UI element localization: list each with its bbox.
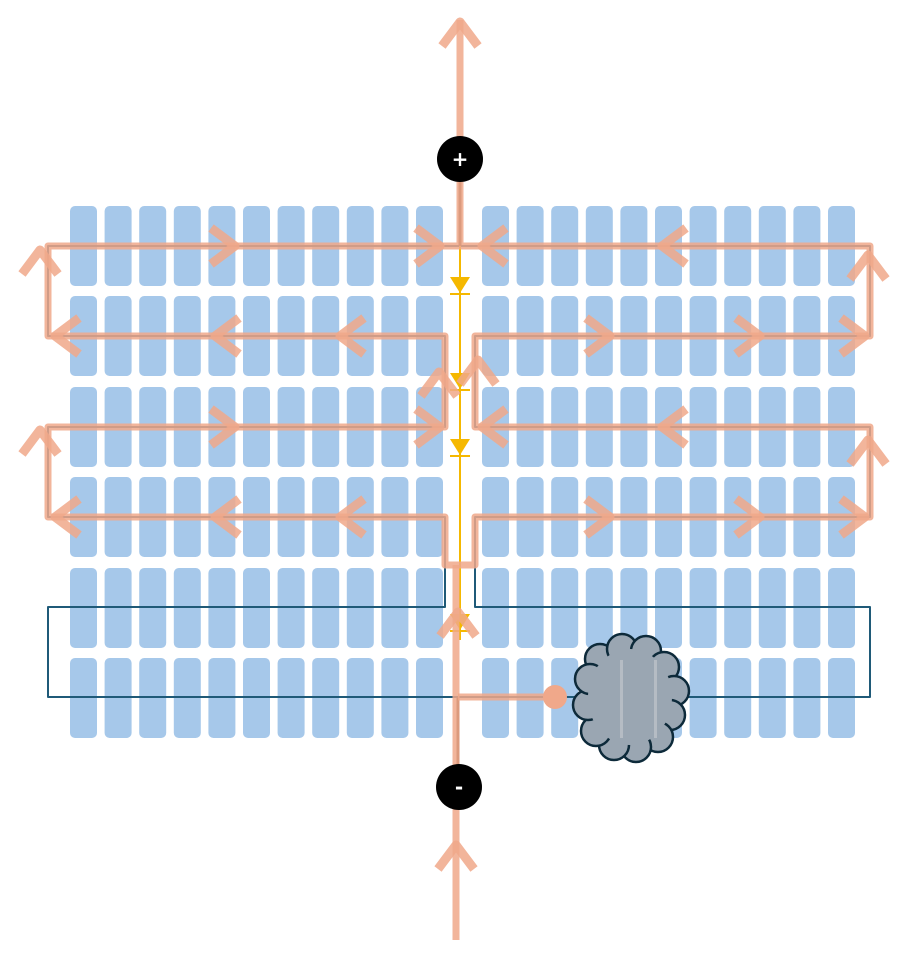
current-arrow-icon	[657, 224, 689, 268]
current-arrow-icon	[210, 314, 242, 358]
cloud-body	[588, 649, 672, 745]
diode-icon	[450, 439, 470, 455]
current-arrow-icon	[434, 840, 478, 872]
current-arrow-icon	[438, 17, 482, 49]
positive-terminal	[437, 136, 483, 182]
current-arrow-icon	[335, 495, 367, 539]
negative-terminal	[436, 764, 482, 810]
cloud-cell-edge	[654, 660, 657, 738]
current-arrow-icon	[208, 224, 240, 268]
current-arrow-icon	[413, 224, 445, 268]
current-endpoint	[543, 685, 567, 709]
negative-label: -	[455, 775, 463, 799]
current-arrow-icon	[210, 495, 242, 539]
current-flow	[18, 17, 890, 940]
current-arrow-icon	[413, 405, 445, 449]
current-path	[44, 20, 874, 569]
current-arrow-icon	[733, 314, 765, 358]
cloud-icon	[571, 632, 691, 764]
current-arrow-icon	[417, 367, 461, 399]
current-arrow-icon	[583, 314, 615, 358]
current-arrow-icon	[838, 314, 870, 358]
current-arrow-icon	[477, 224, 509, 268]
current-arrow-icon	[583, 495, 615, 539]
current-arrow-icon	[846, 250, 890, 282]
current-arrow-icon	[733, 495, 765, 539]
current-arrow-icon	[335, 314, 367, 358]
current-arrow-icon	[838, 495, 870, 539]
current-arrow-icon	[436, 607, 480, 639]
current-arrow-icon	[477, 405, 509, 449]
positive-label: +	[452, 147, 469, 171]
cloud-cell-edge	[620, 660, 623, 738]
current-arrow-icon	[50, 495, 82, 539]
current-arrow-icon	[456, 355, 500, 387]
current-arrow-icon	[50, 314, 82, 358]
current-arrow-icon	[18, 245, 62, 277]
diode-icon	[450, 277, 470, 293]
terminals: + -	[436, 136, 483, 810]
current-arrow-icon	[846, 435, 890, 467]
current-arrow-icon	[657, 405, 689, 449]
current-arrow-icon	[18, 425, 62, 457]
current-arrow-icon	[208, 405, 240, 449]
